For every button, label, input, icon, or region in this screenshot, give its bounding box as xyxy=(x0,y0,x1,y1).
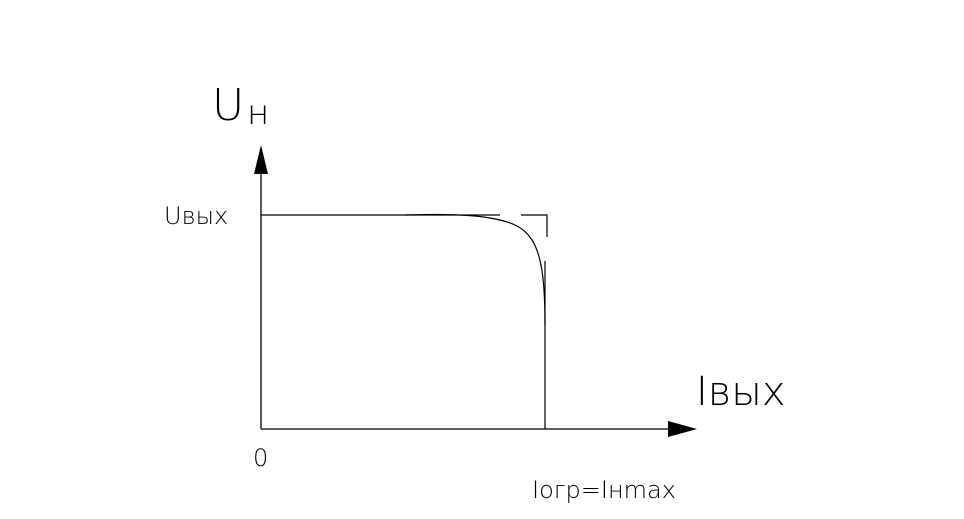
x-limit-label: Iогр=Iнmax xyxy=(532,476,676,504)
y-axis-arrow-icon xyxy=(254,145,268,174)
characteristic-curve xyxy=(404,213,546,326)
y-axis-label-main: U xyxy=(212,80,245,131)
y-level-label: Uвых xyxy=(164,202,229,230)
x-axis-label: Iвых xyxy=(696,369,786,415)
origin-label: 0 xyxy=(253,444,269,472)
x-axis-arrow-icon xyxy=(668,421,697,437)
ideal-corner-dashed xyxy=(521,214,548,237)
y-axis-label-sub: н xyxy=(247,93,270,133)
